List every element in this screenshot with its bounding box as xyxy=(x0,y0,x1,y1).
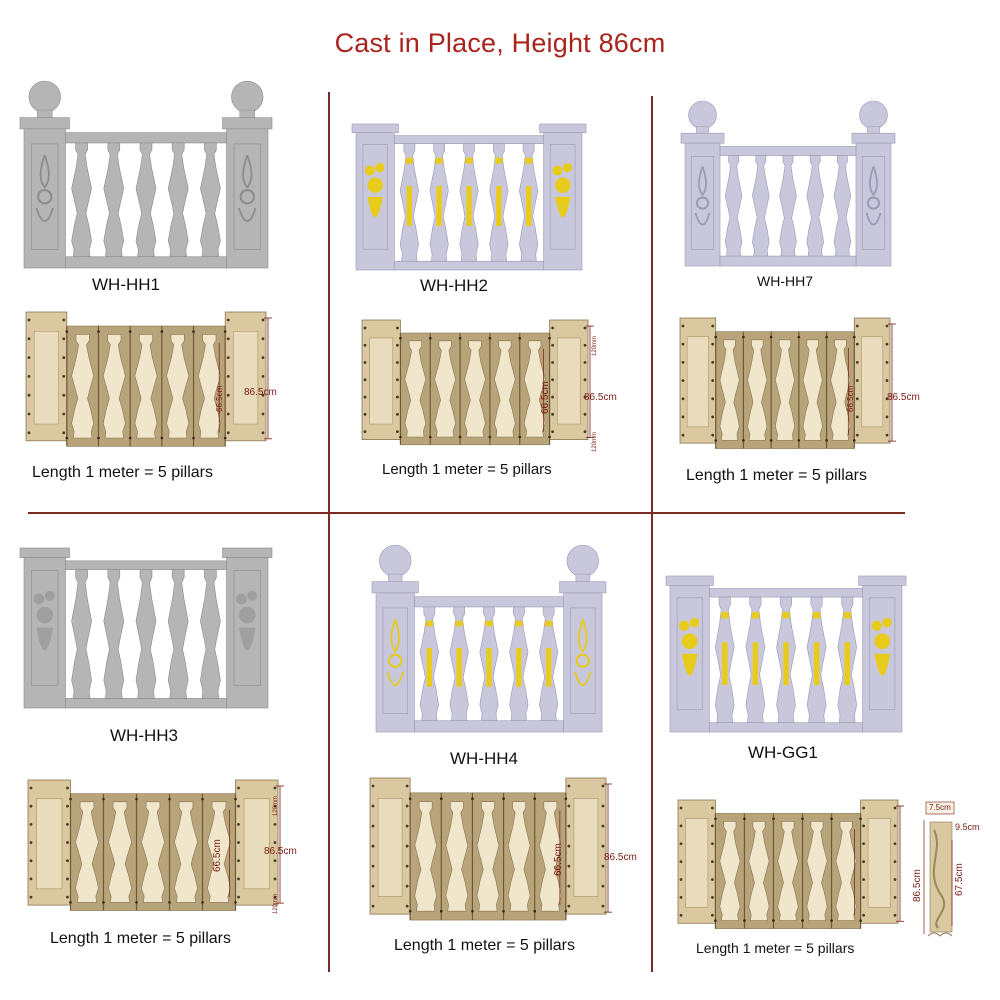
length-caption: Length 1 meter = 5 pillars xyxy=(696,940,855,956)
total-height-label: 86.5cm xyxy=(912,869,923,902)
divider-vertical-2 xyxy=(651,96,653,972)
top-offset-label-wh-hh3: 120mm xyxy=(273,795,279,816)
length-caption: Length 1 meter = 5 pillars xyxy=(50,930,231,947)
bottom-offset-label-wh-hh3: 120mm xyxy=(273,893,279,914)
model-code: WH-HH7 xyxy=(757,273,813,289)
model-code: WH-GG1 xyxy=(748,743,818,762)
model-code: WH-HH1 xyxy=(92,275,160,294)
top-width-label: 7.5cm xyxy=(929,803,951,812)
height-label-wh-hh7: 86.5cm xyxy=(887,392,920,403)
model-code: WH-HH4 xyxy=(450,749,518,768)
bottom-offset-label-wh-hh2: 120mm xyxy=(592,431,598,452)
model-code: WH-HH3 xyxy=(110,726,178,745)
top-offset-label-wh-hh2: 120mm xyxy=(592,335,598,356)
inner-height-label-wh-hh4: 66.5cm xyxy=(553,843,564,876)
height-label-wh-hh3: 86.5cm xyxy=(264,846,297,857)
inner-height-label-wh-hh2: 66.5cm xyxy=(540,381,551,414)
height-label-wh-hh4: 86.5cm xyxy=(604,852,637,863)
divider-vertical-1 xyxy=(328,92,330,972)
side-width-label: 9.5cm xyxy=(955,822,980,832)
height-label-wh-hh1: 86.5cm xyxy=(244,387,277,398)
length-caption: Length 1 meter = 5 pillars xyxy=(382,461,552,478)
inner-height-label-wh-hh7: 66.5cm xyxy=(846,385,855,412)
length-caption: Length 1 meter = 5 pillars xyxy=(32,464,213,481)
length-caption: Length 1 meter = 5 pillars xyxy=(686,467,867,484)
inner-height-label-wh-hh1: 66.5cm xyxy=(215,385,224,412)
model-code: WH-HH2 xyxy=(420,276,488,295)
inner-height-label: 67.5cm xyxy=(954,863,965,896)
inner-height-label-wh-hh3: 66.5cm xyxy=(212,839,223,872)
page-title: Cast in Place, Height 86cm xyxy=(334,28,666,58)
height-label-wh-hh2: 86.5cm xyxy=(584,392,617,403)
divider-horizontal xyxy=(28,512,905,514)
length-caption: Length 1 meter = 5 pillars xyxy=(394,937,575,954)
